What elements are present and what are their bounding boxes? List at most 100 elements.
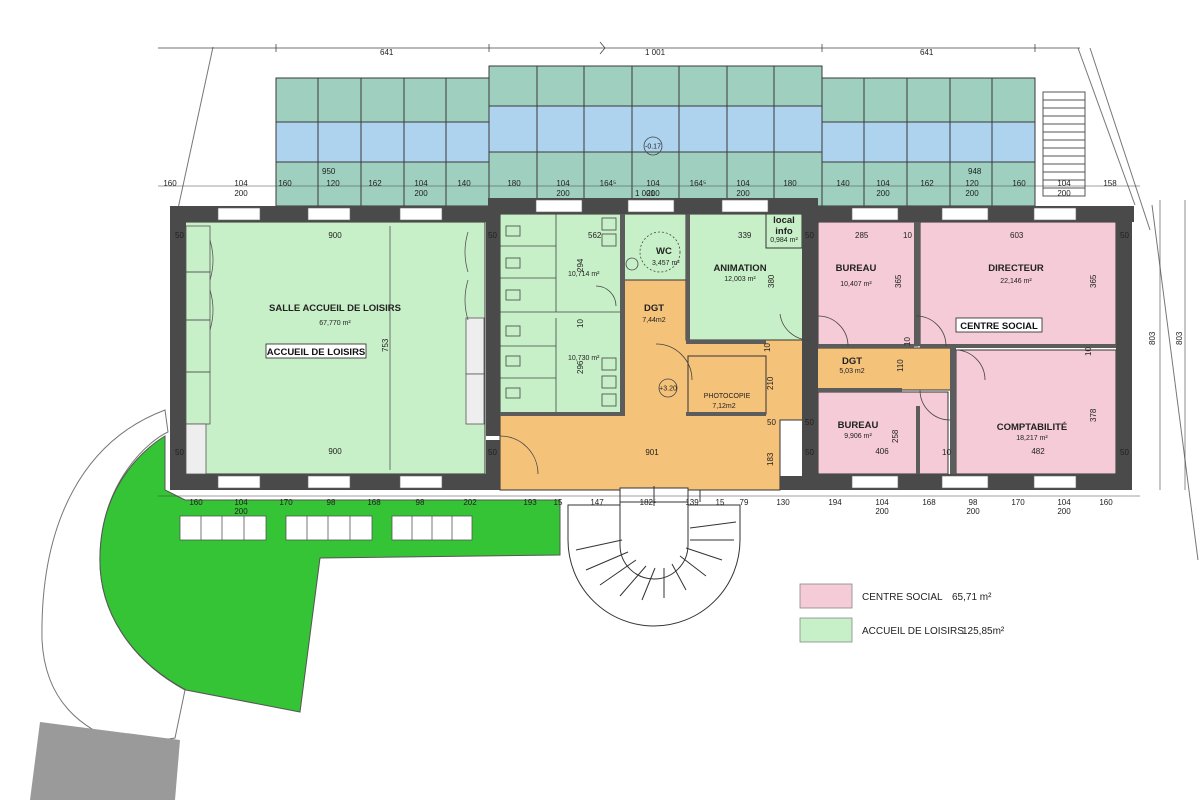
dimension-label: 120	[326, 179, 340, 188]
dimension-label: 160	[163, 179, 177, 188]
legend-label-centre: CENTRE SOCIAL	[862, 592, 943, 603]
dim-e10-b: 10	[763, 343, 772, 352]
label-directeur-area: 22,146 m²	[1000, 278, 1032, 285]
dimension-label: 104	[875, 498, 889, 507]
lower-verandas	[179, 515, 473, 541]
salle-fixtures	[185, 225, 485, 475]
label-local-area: 0,984 m²	[770, 237, 798, 244]
label-bureau1-area: 10,407 m²	[840, 281, 872, 288]
dimension-label: 194	[828, 498, 842, 507]
dim-hall-e-right: 50	[767, 418, 776, 427]
dimension-label: 200	[875, 507, 889, 516]
tag-centre-text: CENTRE SOCIAL	[960, 321, 1038, 332]
tag-accueil-text: ACCUEIL DE LOISIRS	[267, 347, 366, 358]
dimension-label: 200	[234, 189, 248, 198]
dim-compta-h: 378	[1089, 408, 1098, 422]
window-openings	[217, 199, 1077, 489]
dimension-label: 140	[836, 179, 850, 188]
label-photocopie-name: PHOTOCOPIE	[704, 393, 751, 400]
dimension-label: 180	[507, 179, 521, 188]
label-bureau2-name: BUREAU	[838, 420, 879, 431]
dim-sanit-top-h: 294	[576, 258, 585, 272]
dim-sanit-bot-h: 296	[576, 360, 585, 374]
label-dgt-left-name: DGT	[644, 303, 664, 314]
site-outline	[175, 46, 1199, 561]
entry-staircase	[567, 487, 741, 627]
dimension-label: 104	[414, 179, 428, 188]
dimension-label: 160	[1099, 498, 1113, 507]
dim-e10-c: 10	[1084, 347, 1093, 356]
dim-hall-width: 901	[645, 448, 659, 457]
room-comptabilite	[955, 349, 1117, 475]
label-wc-name: WC	[656, 246, 672, 257]
label-sanit-bot-area: 10,730 m²	[568, 355, 600, 362]
dimension-label: 104	[556, 179, 570, 188]
dimension-label: 164⁵	[690, 179, 707, 188]
dimension-label: 104	[1057, 498, 1071, 507]
label-directeur-name: DIRECTEUR	[988, 263, 1044, 274]
dimension-label: 98	[969, 498, 978, 507]
right-dimension-lines	[1159, 200, 1186, 490]
dim-e50-c: 50	[805, 448, 814, 457]
dim-e50-f: 50	[805, 418, 814, 427]
legend-label-accueil: ACCUEIL DE LOISIRS	[862, 626, 964, 637]
label-bureau1-name: BUREAU	[836, 263, 877, 274]
dimension-label: 139	[685, 498, 699, 507]
label-wc-area: 3,457 m²	[652, 260, 680, 267]
dimension-label: 140	[457, 179, 471, 188]
sanitary-cabins	[500, 214, 620, 412]
dim-top-center: 1 001	[645, 48, 666, 57]
dimension-label: 168	[922, 498, 936, 507]
label-dgt-left-area: 7,44m2	[642, 317, 665, 324]
legend: CENTRE SOCIAL 65,71 m² ACCUEIL DE LOISIR…	[799, 583, 1005, 643]
dim-hall-h: 183	[766, 452, 775, 466]
dimension-label: 79	[740, 498, 749, 507]
legend-swatch-accueil	[799, 617, 853, 643]
dim-dgt-right-h: 110	[896, 359, 905, 372]
label-salle-name: SALLE ACCUEIL DE LOISIRS	[269, 303, 401, 314]
dimension-label: 162	[368, 179, 382, 188]
legend-value-accueil: 125,85m²	[962, 626, 1005, 637]
dimension-label: 200	[966, 507, 980, 516]
dimension-label: 170	[279, 498, 293, 507]
dimension-label: 147	[590, 498, 604, 507]
dim-bureau2-w: 406	[875, 447, 889, 456]
dimension-label: 202	[463, 498, 477, 507]
dimension-label: 104	[234, 179, 248, 188]
dim-e50-e: 50	[175, 448, 184, 457]
dim-directeur-w: 603	[1010, 231, 1024, 240]
dimension-label: 15	[716, 498, 725, 507]
dimension-label: 170	[1011, 498, 1025, 507]
dimension-label: 104	[234, 498, 248, 507]
dim-sanit-gap: 10	[576, 319, 585, 328]
dimension-label: 200	[1057, 507, 1071, 516]
dimension-label: 98	[416, 498, 425, 507]
dimension-label: 180	[783, 179, 797, 188]
dimension-label: 200	[556, 189, 570, 198]
dimension-label: 160	[278, 179, 292, 188]
dimension-label: 1 001	[635, 189, 656, 198]
dimension-label: 193	[523, 498, 537, 507]
legend-swatch-centre	[799, 583, 853, 609]
dim-e50-d: 50	[805, 231, 814, 240]
level-marker-hall	[658, 378, 678, 398]
dim-top-left: 641	[380, 48, 394, 57]
dimension-label: 104	[646, 179, 660, 188]
label-hall-level: +3.20	[659, 386, 677, 393]
dimension-label: 200	[876, 189, 890, 198]
dim-salle-e-left: 50	[175, 231, 184, 240]
dim-animation-width: 339	[738, 231, 752, 240]
label-animation-name: ANIMATION	[713, 263, 766, 274]
svg-text:-0.17: -0.17	[645, 144, 661, 151]
dim-e10-d: 10	[903, 337, 912, 346]
dimension-label: 200	[414, 189, 428, 198]
door-swings	[499, 313, 986, 475]
dimension-label: 120	[965, 179, 979, 188]
label-local-1: local	[773, 215, 795, 226]
dimension-label: 182⁵	[640, 498, 657, 507]
room-bureau-2	[817, 391, 949, 475]
label-salle-area: 67,770 m²	[319, 320, 351, 327]
tag-accueil-box	[265, 343, 367, 359]
